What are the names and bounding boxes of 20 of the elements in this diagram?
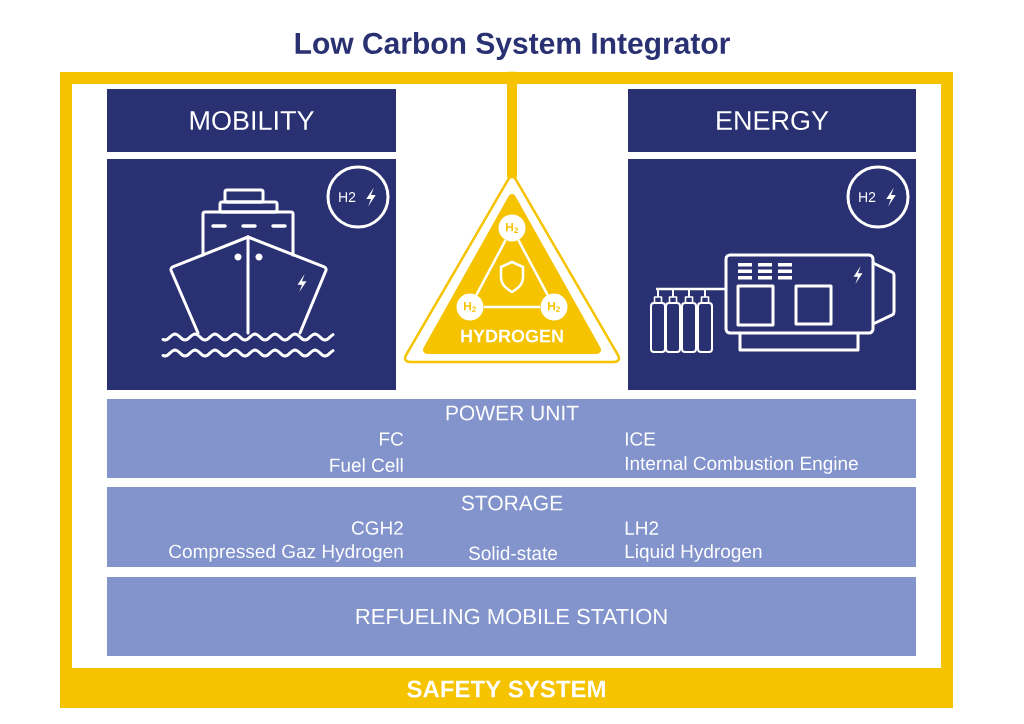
term-label: Solid-state [469, 546, 558, 560]
layer-band: REFUELING MOBILE STATION [107, 577, 916, 656]
h2-badge: H2 [846, 165, 910, 229]
abbreviation: ICE [625, 432, 656, 446]
h2-badge: H2 [326, 165, 390, 229]
category-header: ENERGY [628, 89, 916, 152]
connector-line [507, 71, 517, 178]
title: Low Carbon System Integrator [295, 31, 730, 61]
layer-title: POWER UNIT [446, 405, 579, 421]
term-label: Compressed Gaz Hydrogen [169, 544, 403, 562]
connector-line [483, 305, 541, 309]
connector-line [475, 239, 507, 296]
abbreviation: LH2 [625, 521, 659, 535]
abbreviation: FC [380, 432, 404, 446]
term-label: Fuel Cell [330, 458, 403, 472]
term-label: Liquid Hydrogen [625, 544, 762, 562]
term-label: Internal Combustion Engine [625, 456, 858, 474]
layer-title: STORAGE [461, 495, 563, 511]
connector-line [517, 239, 549, 296]
abbreviation: CGH2 [352, 521, 403, 535]
